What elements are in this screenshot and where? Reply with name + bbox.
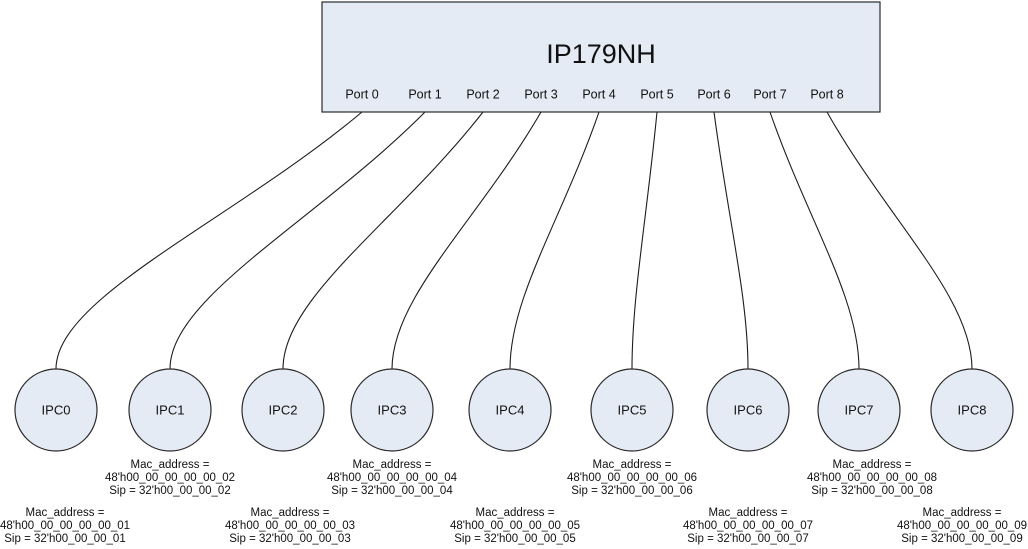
ipc-info-0-line-2: 48'h00_00_00_00_00_01 (0, 520, 130, 532)
link-port5-to-ipc5 (631, 111, 658, 370)
ipc-circle-7[interactable] (817, 368, 901, 452)
ipc-circle-0[interactable] (14, 368, 98, 452)
connection-links-group (55, 111, 973, 370)
ipc-info-4-line-3: Sip = 32'h00_00_00_05 (454, 533, 575, 545)
ipc-node-1[interactable]: IPC1 (128, 368, 212, 452)
ipc-label-4: IPC4 (496, 402, 525, 417)
link-port3-to-ipc3 (391, 111, 542, 370)
ipc-circle-3[interactable] (350, 368, 434, 452)
ipc-info-6-line-2: 48'h00_00_00_00_00_07 (683, 520, 813, 532)
ipc-node-5[interactable]: IPC5 (590, 368, 674, 452)
port-label-0[interactable]: Port 0 (345, 87, 378, 101)
ipc-info-2-line-2: 48'h00_00_00_00_00_03 (225, 520, 355, 532)
ipc-info-8-line-2: 48'h00_00_00_00_00_09 (897, 520, 1027, 532)
ipc-label-0: IPC0 (42, 402, 71, 417)
port-label-4[interactable]: Port 4 (582, 87, 615, 101)
ipc-circle-2[interactable] (241, 368, 325, 452)
port-label-7[interactable]: Port 7 (753, 87, 786, 101)
ipc-nodes-group: IPC0 IPC1 IPC2 IPC3 IPC4 IPC5 IPC6 IPC7 IPC8 (14, 368, 1014, 452)
ipc-label-5: IPC5 (618, 402, 647, 417)
ipc-info-2-line-1: Mac_address = (251, 507, 330, 519)
ipc-info-7-line-1: Mac_address = (833, 459, 912, 471)
port-label-3[interactable]: Port 3 (524, 87, 557, 101)
ipc-info-5-line-3: Sip = 32'h00_00_00_06 (571, 485, 692, 497)
ipc-label-3: IPC3 (378, 402, 407, 417)
link-port7-to-ipc7 (769, 111, 860, 370)
ipc-circle-5[interactable] (590, 368, 674, 452)
ipc-info-3-line-3: Sip = 32'h00_00_00_04 (331, 485, 453, 497)
ipc-info-0-line-1: Mac_address = (26, 507, 105, 519)
link-port2-to-ipc2 (282, 111, 484, 370)
ipc-node-2[interactable]: IPC2 (241, 368, 325, 452)
ipc-node-0[interactable]: IPC0 (14, 368, 98, 452)
ipc-label-2: IPC2 (269, 402, 298, 417)
ipc-info-5-line-2: 48'h00_00_00_00_00_06 (567, 472, 697, 484)
ipc-info-8-line-3: Sip = 32'h00_00_00_09 (901, 533, 1022, 545)
ipc-info-6-line-3: Sip = 32'h00_00_00_07 (687, 533, 808, 545)
ipc-node-4[interactable]: IPC4 (468, 368, 552, 452)
ipc-circle-6[interactable] (706, 368, 790, 452)
ipc-info-4-line-1: Mac_address = (476, 507, 555, 519)
ipc-info-6-line-1: Mac_address = (709, 507, 788, 519)
switch-device-group[interactable]: IP179NH (321, 1, 881, 113)
ipc-label-6: IPC6 (734, 402, 763, 417)
ipc-node-6[interactable]: IPC6 (706, 368, 790, 452)
ipc-info-1-line-2: 48'h00_00_00_00_00_02 (105, 472, 235, 484)
ipc-info-4-line-2: 48'h00_00_00_00_00_05 (450, 520, 580, 532)
ipc-info-5-line-1: Mac_address = (593, 459, 672, 471)
port-label-6[interactable]: Port 6 (697, 87, 730, 101)
ipc-label-1: IPC1 (156, 402, 185, 417)
link-port1-to-ipc1 (169, 111, 426, 370)
ipc-info-8-line-1: Mac_address = (923, 507, 1002, 519)
ipc-info-2-line-3: Sip = 32'h00_00_00_03 (229, 533, 350, 545)
link-port4-to-ipc4 (509, 111, 600, 370)
switch-box[interactable] (321, 1, 881, 113)
port-label-8[interactable]: Port 8 (810, 87, 843, 101)
ipc-info-1-line-1: Mac_address = (131, 459, 210, 471)
switch-title: IP179NH (546, 39, 656, 69)
port-label-5[interactable]: Port 5 (640, 87, 673, 101)
ipc-label-8: IPC8 (958, 402, 987, 417)
ipc-node-3[interactable]: IPC3 (350, 368, 434, 452)
ipc-info-7-line-3: Sip = 32'h00_00_00_08 (811, 485, 932, 497)
ipc-node-8[interactable]: IPC8 (930, 368, 1014, 452)
port-label-2[interactable]: Port 2 (466, 87, 499, 101)
ipc-info-3-line-2: 48'h00_00_00_00_00_04 (327, 472, 458, 484)
link-port0-to-ipc0 (55, 111, 363, 370)
ipc-circle-1[interactable] (128, 368, 212, 452)
link-port6-to-ipc6 (713, 111, 749, 370)
ipc-node-7[interactable]: IPC7 (817, 368, 901, 452)
ipc-info-3-line-1: Mac_address = (353, 459, 432, 471)
port-labels-group: Port 0 Port 1 Port 2 Port 3 Port 4 Port 5 Port… (345, 87, 843, 101)
ipc-label-7: IPC7 (845, 402, 874, 417)
ipc-info-1-line-3: Sip = 32'h00_00_00_02 (109, 485, 230, 497)
ipc-circle-8[interactable] (930, 368, 1014, 452)
link-port8-to-ipc8 (826, 111, 973, 370)
port-label-1[interactable]: Port 1 (408, 87, 441, 101)
ipc-info-7-line-2: 48'h00_00_00_00_00_08 (807, 472, 937, 484)
ipc-info-0-line-3: Sip = 32'h00_00_00_01 (4, 533, 125, 545)
ipc-circle-4[interactable] (468, 368, 552, 452)
